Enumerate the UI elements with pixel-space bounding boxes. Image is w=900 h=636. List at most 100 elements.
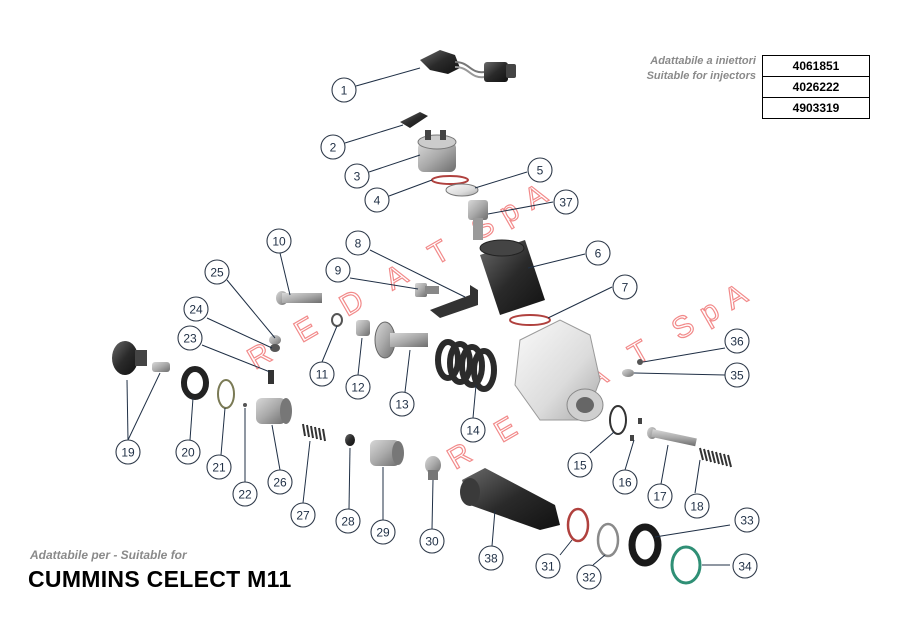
callout-27: 27 xyxy=(290,502,316,528)
adaptable-injectors-label-it: Adattabile a iniettori xyxy=(650,55,756,67)
callout-8: 8 xyxy=(345,230,371,256)
part-18-spring xyxy=(699,447,732,468)
svg-text:7: 7 xyxy=(622,281,629,295)
part-5-washer xyxy=(445,183,479,197)
svg-text:2: 2 xyxy=(330,141,337,155)
callout-20: 20 xyxy=(175,439,201,465)
callout-22: 22 xyxy=(232,481,258,507)
svg-text:16: 16 xyxy=(618,476,632,490)
callout-23: 23 xyxy=(177,325,203,351)
svg-text:21: 21 xyxy=(212,461,226,475)
part-10-pin xyxy=(276,291,322,305)
svg-text:30: 30 xyxy=(425,535,439,549)
callout-35: 35 xyxy=(724,362,750,388)
model-title: CUMMINS CELECT M11 xyxy=(28,566,292,592)
suitable-for-label: Adattabile per - Suitable for xyxy=(30,548,187,562)
svg-text:25: 25 xyxy=(210,266,224,280)
svg-text:3: 3 xyxy=(354,170,361,184)
callout-32: 32 xyxy=(576,564,602,590)
callout-11: 11 xyxy=(309,361,335,387)
part-19-spool xyxy=(112,341,170,375)
svg-text:11: 11 xyxy=(316,368,329,382)
svg-text:4: 4 xyxy=(374,194,381,208)
leader-lines xyxy=(126,67,731,566)
svg-text:35: 35 xyxy=(730,369,744,383)
part-25-cap xyxy=(269,335,281,345)
svg-text:20: 20 xyxy=(181,446,195,460)
callout-33: 33 xyxy=(734,507,760,533)
svg-text:13: 13 xyxy=(395,398,409,412)
callout-1: 1 xyxy=(331,77,357,103)
callouts: 1 2 3 4 5 37 6 7 8 9 10 25 24 23 11 12 1… xyxy=(115,77,760,590)
part-24-cap xyxy=(270,344,280,352)
svg-text:36: 36 xyxy=(730,335,744,349)
svg-text:6: 6 xyxy=(595,247,602,261)
injector-code-table: 4061851 4026222 4903319 xyxy=(762,55,870,119)
watermark-text: R E D A T SpA xyxy=(442,272,763,476)
part-7-o-ring xyxy=(509,314,551,326)
part-28-cap xyxy=(345,434,355,446)
callout-37: 37 xyxy=(553,189,579,215)
part-26-sleeve xyxy=(256,398,292,424)
svg-text:28: 28 xyxy=(341,515,355,529)
svg-text:22: 22 xyxy=(238,488,252,502)
callout-29: 29 xyxy=(370,519,396,545)
callout-36: 36 xyxy=(724,328,750,354)
svg-text:33: 33 xyxy=(740,514,754,528)
svg-text:27: 27 xyxy=(296,509,310,523)
part-8-bracket xyxy=(430,285,478,318)
callout-5: 5 xyxy=(527,157,553,183)
callout-12: 12 xyxy=(345,374,371,400)
part-9-screw xyxy=(415,283,439,297)
injector-code-cell: 4903319 xyxy=(762,97,870,119)
svg-text:8: 8 xyxy=(355,237,362,251)
callout-19: 19 xyxy=(115,439,141,465)
callout-9: 9 xyxy=(325,257,351,283)
part-15-o-ring xyxy=(609,405,627,435)
part-16-pin xyxy=(638,418,642,424)
callout-15: 15 xyxy=(567,452,593,478)
part-22-ball xyxy=(243,403,247,407)
svg-text:32: 32 xyxy=(582,571,596,585)
svg-text:37: 37 xyxy=(559,196,573,210)
callout-38: 38 xyxy=(478,545,504,571)
part-27-spring xyxy=(302,423,326,442)
callout-17: 17 xyxy=(647,483,673,509)
part-3-solenoid xyxy=(417,130,457,172)
callout-28: 28 xyxy=(335,508,361,534)
adaptable-injectors-label-en: Suitable for injectors xyxy=(646,70,756,82)
callout-10: 10 xyxy=(266,228,292,254)
part-12-bushing xyxy=(356,320,370,336)
callout-2: 2 xyxy=(320,134,346,160)
svg-text:31: 31 xyxy=(541,560,555,574)
callout-3: 3 xyxy=(344,163,370,189)
svg-text:12: 12 xyxy=(351,381,365,395)
part-31-o-ring xyxy=(566,507,590,543)
svg-text:38: 38 xyxy=(484,552,498,566)
part-29-sleeve xyxy=(370,440,404,466)
part-13-plunger xyxy=(374,321,428,359)
part-35-washer xyxy=(622,369,634,377)
part-21-o-ring xyxy=(217,379,235,409)
callout-31: 31 xyxy=(535,553,561,579)
part-1-wiring-harness xyxy=(420,50,516,82)
svg-text:5: 5 xyxy=(537,164,544,178)
part-6-sleeve xyxy=(479,239,545,315)
svg-text:19: 19 xyxy=(121,446,135,460)
svg-text:26: 26 xyxy=(273,476,287,490)
callout-7: 7 xyxy=(612,274,638,300)
svg-text:29: 29 xyxy=(376,526,390,540)
callout-14: 14 xyxy=(460,417,486,443)
svg-text:9: 9 xyxy=(335,264,342,278)
part-2-clip xyxy=(400,112,428,128)
svg-text:1: 1 xyxy=(341,84,348,98)
svg-text:18: 18 xyxy=(690,500,704,514)
part-injector-body xyxy=(514,319,604,422)
callout-4: 4 xyxy=(364,187,390,213)
callout-30: 30 xyxy=(419,528,445,554)
callout-13: 13 xyxy=(389,391,415,417)
part-33-sleeve xyxy=(628,523,662,567)
part-30-check xyxy=(425,456,441,480)
part-16-pin xyxy=(630,435,634,441)
